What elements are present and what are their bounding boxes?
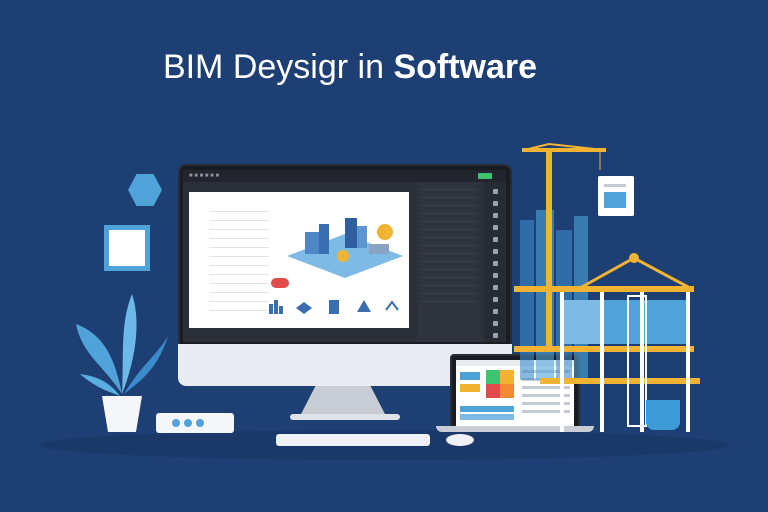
tree-row[interactable] xyxy=(209,269,269,275)
router-led xyxy=(184,419,192,427)
property-row[interactable] xyxy=(421,281,477,286)
tree-row[interactable] xyxy=(209,260,269,266)
tool-icon[interactable] xyxy=(492,321,498,326)
tree-row[interactable] xyxy=(209,224,269,230)
laptop-screen xyxy=(456,360,574,426)
property-row[interactable] xyxy=(421,201,477,206)
picture-frame-icon xyxy=(104,225,150,271)
property-row[interactable] xyxy=(421,257,477,262)
properties-panel xyxy=(417,182,481,342)
property-row[interactable] xyxy=(421,225,477,230)
hexagon-icon xyxy=(128,174,162,206)
property-row[interactable] xyxy=(421,265,477,270)
tool-icon[interactable] xyxy=(492,261,498,266)
tree-row[interactable] xyxy=(209,206,269,212)
tool-icon[interactable] xyxy=(492,213,498,218)
model-canvas[interactable] xyxy=(189,192,409,328)
tool-icon[interactable] xyxy=(492,297,498,302)
headline-bold: Software xyxy=(393,48,538,86)
monitor-stand-base xyxy=(290,414,400,420)
tool-icon[interactable] xyxy=(492,189,498,194)
tree-row[interactable] xyxy=(209,242,269,248)
headline: BIM Deysigr in Software xyxy=(0,48,700,87)
chart-bar-icon[interactable] xyxy=(267,296,285,316)
potted-plant-icon xyxy=(646,400,680,430)
tree-row[interactable] xyxy=(209,305,269,311)
document-icon xyxy=(598,176,634,216)
plant-icon xyxy=(76,294,168,432)
floor-plan-icon[interactable] xyxy=(295,296,313,316)
property-row[interactable] xyxy=(421,217,477,222)
keyboard xyxy=(276,434,430,446)
tool-rail xyxy=(485,182,505,342)
run-button[interactable] xyxy=(478,173,492,179)
tool-icon[interactable] xyxy=(492,309,498,314)
tree-row[interactable] xyxy=(209,233,269,239)
property-row[interactable] xyxy=(421,289,477,294)
property-row[interactable] xyxy=(421,193,477,198)
section-icon[interactable] xyxy=(325,296,343,316)
export-icon[interactable] xyxy=(383,296,401,316)
render-icon[interactable] xyxy=(355,296,373,316)
router-led xyxy=(196,419,204,427)
app-toolbar: ■ ■ ■ ■ ■ ■ xyxy=(183,170,506,182)
tool-icon[interactable] xyxy=(492,237,498,242)
tree-row[interactable] xyxy=(209,251,269,257)
menu-dots-icon[interactable]: ■ ■ ■ ■ ■ ■ xyxy=(189,173,220,179)
headline-regular: BIM Deysigr in xyxy=(162,48,384,86)
property-row[interactable] xyxy=(421,249,477,254)
tool-icon[interactable] xyxy=(492,201,498,206)
building-model-icon xyxy=(287,218,403,278)
tool-icon[interactable] xyxy=(492,225,498,230)
tool-icon[interactable] xyxy=(492,333,498,338)
tree-row[interactable] xyxy=(209,278,269,284)
tool-icon[interactable] xyxy=(492,285,498,290)
property-row[interactable] xyxy=(421,209,477,214)
property-row[interactable] xyxy=(421,233,477,238)
tree-row[interactable] xyxy=(209,215,269,221)
tree-row[interactable] xyxy=(209,296,269,302)
router-led xyxy=(172,419,180,427)
tree-row[interactable] xyxy=(209,287,269,293)
status-chip[interactable] xyxy=(271,278,289,288)
property-row[interactable] xyxy=(421,273,477,278)
laptop-base xyxy=(436,426,594,432)
mouse xyxy=(446,434,474,446)
layer-tree xyxy=(209,206,269,314)
building-icon xyxy=(514,143,700,432)
tool-icon[interactable] xyxy=(492,273,498,278)
monitor-stand xyxy=(300,386,386,416)
router-icon xyxy=(156,413,234,433)
tool-icon[interactable] xyxy=(492,249,498,254)
crane-icon xyxy=(522,143,606,350)
view-tools xyxy=(265,296,405,322)
property-row[interactable] xyxy=(421,297,477,302)
laptop-dashboard xyxy=(456,360,574,420)
property-row[interactable] xyxy=(421,241,477,246)
property-row[interactable] xyxy=(421,185,477,190)
bim-app-screen: ■ ■ ■ ■ ■ ■ xyxy=(183,170,506,342)
